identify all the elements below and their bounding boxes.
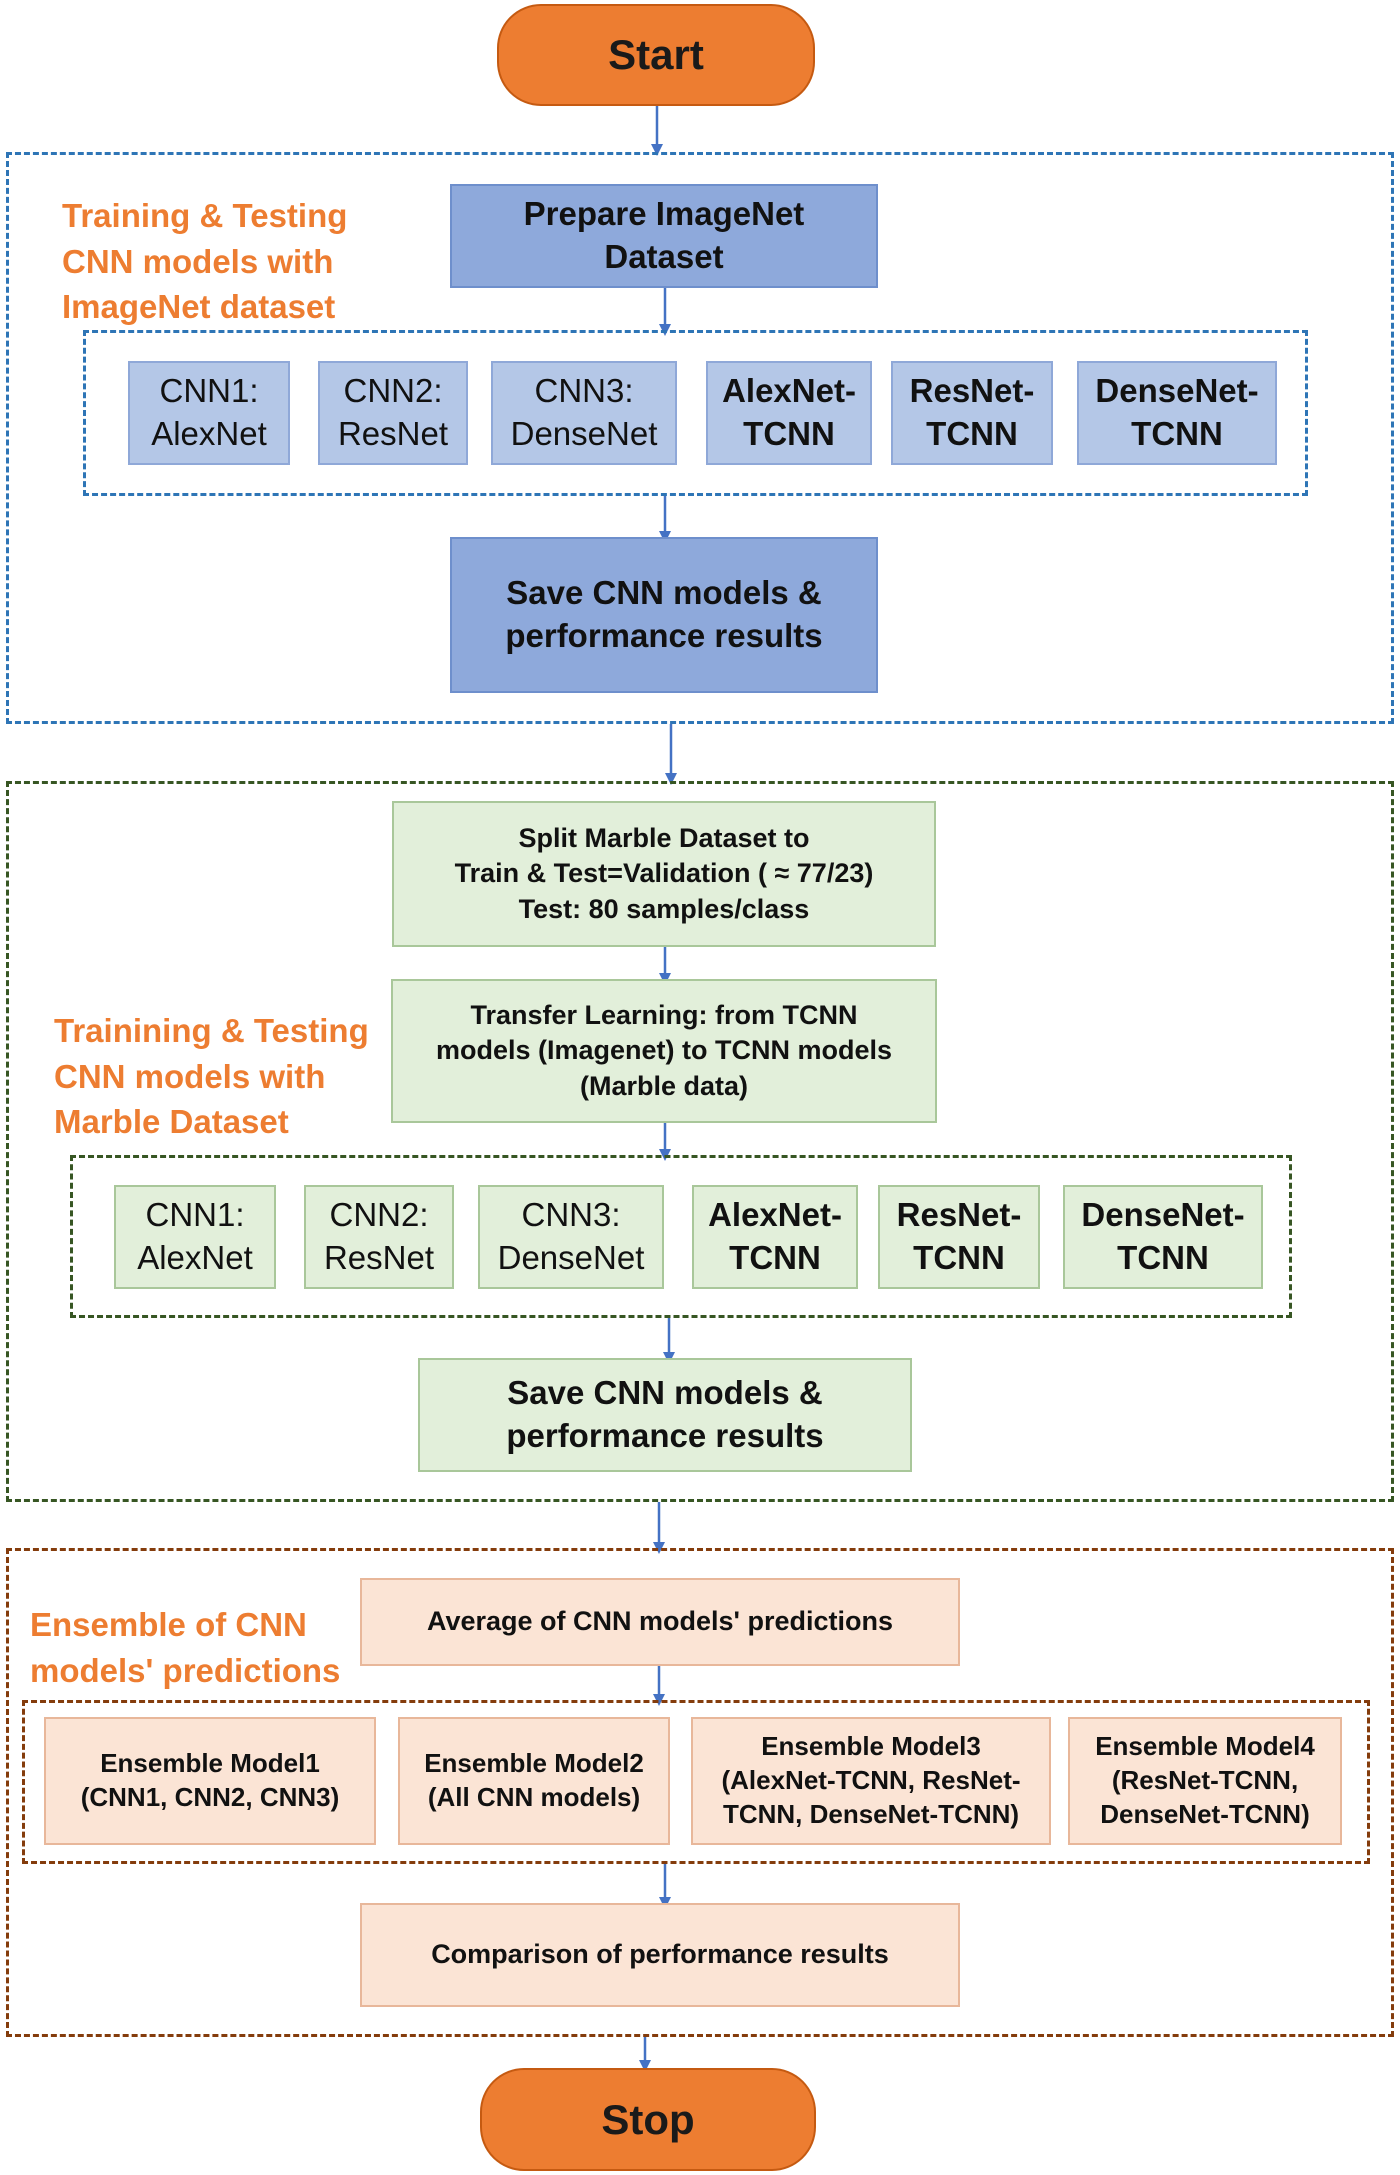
average-predictions-box: Average of CNN models' predictions	[360, 1578, 960, 1666]
transfer-learning-box: Transfer Learning: from TCNN models (Ima…	[391, 979, 937, 1123]
marble-model-cnn1: CNN1: AlexNet	[114, 1185, 276, 1289]
start-label: Start	[608, 31, 704, 78]
ensemble-model4-box: Ensemble Model4 (ResNet-TCNN, DenseNet-T…	[1068, 1717, 1342, 1845]
stop-label: Stop	[601, 2095, 695, 2143]
comparison-box: Comparison of performance results	[360, 1903, 960, 2007]
marble-model-resnet-tcnn: ResNet- TCNN	[878, 1185, 1040, 1289]
prepare-imagenet-box: Prepare ImageNet Dataset	[450, 184, 878, 288]
marble-model-cnn2: CNN2: ResNet	[304, 1185, 454, 1289]
imagenet-model-densenet-tcnn: DenseNet- TCNN	[1077, 361, 1277, 465]
start-terminal: Start	[497, 4, 815, 106]
save-marble-box: Save CNN models & performance results	[418, 1358, 912, 1472]
ensemble-models-group	[22, 1700, 1370, 1864]
marble-model-cnn3: CNN3: DenseNet	[478, 1185, 664, 1289]
section-ensemble-title: Ensemble of CNN models' predictions	[30, 1606, 341, 1689]
imagenet-model-cnn3: CNN3: DenseNet	[491, 361, 677, 465]
marble-model-alexnet-tcnn: AlexNet- TCNN	[692, 1185, 858, 1289]
section-ensemble	[6, 1548, 1394, 2037]
save-imagenet-box: Save CNN models & performance results	[450, 537, 878, 693]
imagenet-model-cnn1: CNN1: AlexNet	[128, 361, 290, 465]
section-imagenet-title: Training & Testing CNN models with Image…	[62, 197, 348, 326]
ensemble-model2-box: Ensemble Model2 (All CNN models)	[398, 1717, 670, 1845]
marble-model-densenet-tcnn: DenseNet- TCNN	[1063, 1185, 1263, 1289]
split-dataset-box: Split Marble Dataset to Train & Test=Val…	[392, 801, 936, 947]
imagenet-models-group	[83, 330, 1308, 496]
imagenet-model-cnn2: CNN2: ResNet	[318, 361, 468, 465]
imagenet-model-alexnet-tcnn: AlexNet- TCNN	[706, 361, 872, 465]
ensemble-model3-box: Ensemble Model3 (AlexNet-TCNN, ResNet- T…	[691, 1717, 1051, 1845]
ensemble-model1-box: Ensemble Model1 (CNN1, CNN2, CNN3)	[44, 1717, 376, 1845]
marble-models-group	[70, 1155, 1292, 1318]
stop-terminal: Stop	[480, 2068, 816, 2171]
imagenet-model-resnet-tcnn: ResNet- TCNN	[891, 361, 1053, 465]
section-marble	[6, 781, 1394, 1502]
section-marble-title: Trainining & Testing CNN models with Mar…	[54, 1012, 369, 1141]
section-imagenet	[6, 152, 1394, 724]
